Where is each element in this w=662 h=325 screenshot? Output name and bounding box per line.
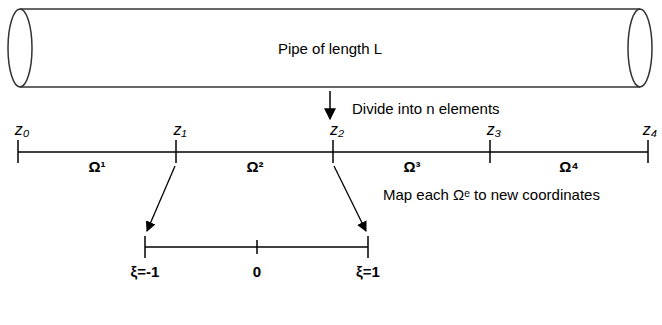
element-name: Ω³: [403, 158, 420, 176]
pipe-label: Pipe of length L: [278, 40, 382, 57]
local-coordinate: ξ=1: [356, 263, 380, 281]
local-coordinate: ξ=-1: [131, 263, 160, 281]
element-name: Ω²: [246, 158, 263, 176]
reference-element-line: [145, 236, 368, 258]
step-note: Map each Ωᵉ to new coordinates: [383, 186, 600, 204]
node-coordinate: z₀: [15, 120, 30, 139]
element-name: Ω⁴: [559, 158, 578, 176]
pipe-body: Pipe of length L: [5, 8, 655, 88]
node-coordinate: z₂: [330, 120, 344, 139]
element-name: Ω¹: [88, 158, 105, 176]
node-coordinate: z₁: [173, 120, 186, 139]
node-coordinate: z₄: [643, 120, 657, 139]
local-coordinate: 0: [253, 263, 261, 281]
map-arrow: [334, 166, 366, 231]
step-note: Divide into n elements: [352, 100, 500, 118]
node-coordinate: z₃: [487, 120, 501, 139]
element-line: [18, 140, 648, 163]
divide-arrow: [329, 91, 331, 119]
map-arrow: [147, 166, 175, 231]
